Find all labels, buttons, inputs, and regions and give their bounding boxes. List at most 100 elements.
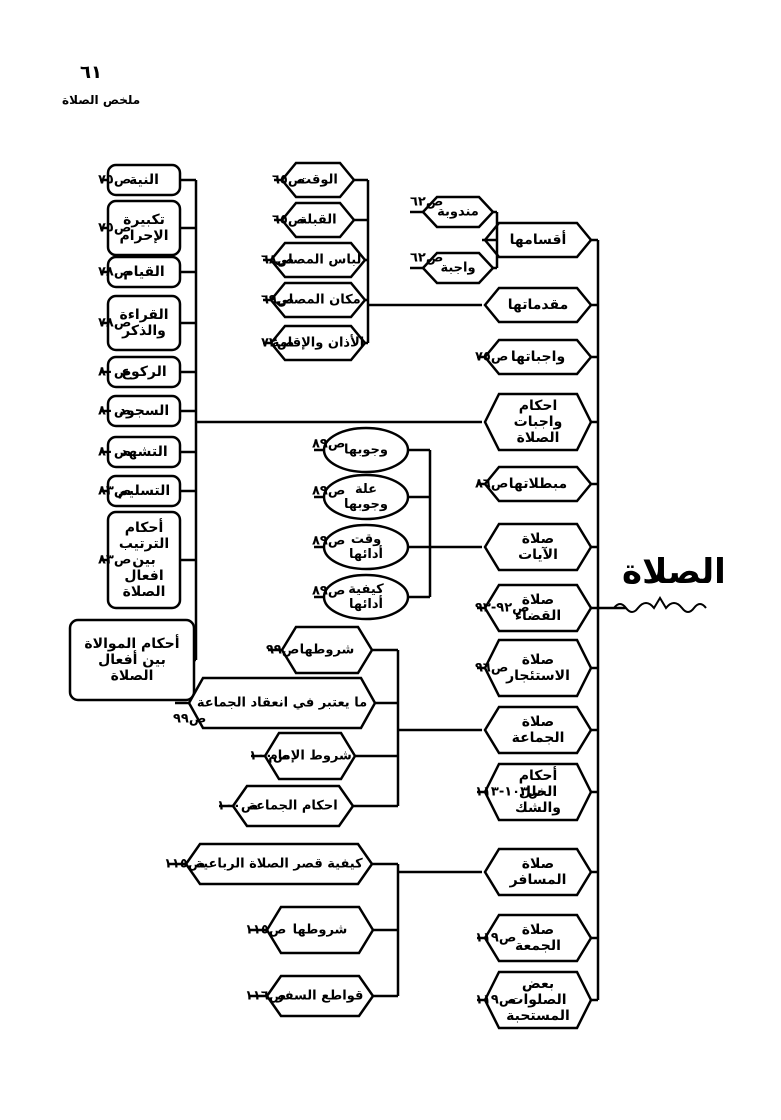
step-label: الصلاة xyxy=(111,668,154,684)
branch-label: مقدماتها xyxy=(508,297,569,313)
ellipse-label: علة xyxy=(355,482,377,497)
step-label: والذكر xyxy=(121,323,166,339)
branch-node xyxy=(483,638,593,698)
sub-label: شروط الإمام xyxy=(268,749,352,764)
sub-label: كيفية قصر الصلاة الرباعية xyxy=(195,857,363,872)
branch-label: الصلاة xyxy=(517,430,560,446)
branch-label: الاستئجار xyxy=(505,668,570,684)
branch-label: مبطلاتها xyxy=(509,476,567,492)
branch-label: القضاء xyxy=(515,608,561,624)
branch-node xyxy=(483,705,593,755)
ellipse-label: أدائها xyxy=(349,545,383,562)
sub-page-ref: ص١٠٠ xyxy=(217,799,258,814)
sub-page-ref: ص١١٥ xyxy=(164,857,205,872)
ellipse-label: وجوبها xyxy=(344,497,388,512)
sub-label: ما يعتبر في انعقاد الجماعة xyxy=(197,696,367,711)
sub-page-ref: ص٨٩ xyxy=(312,437,345,452)
sub-page-ref: ص٨٩ xyxy=(312,484,345,499)
branch-label: صلاة xyxy=(522,856,554,872)
step-page-ref: ص٨٠ xyxy=(98,404,131,419)
branch-label: صلاة xyxy=(522,531,554,547)
branch-label: الآيات xyxy=(518,546,558,563)
sub-label: احكام الجماعة xyxy=(248,799,337,814)
sub-label: شروطها xyxy=(300,643,355,658)
ellipse-label: كيفية xyxy=(348,582,384,597)
branch-node xyxy=(483,583,593,633)
branch-page-ref: ص٩٢-٩٣ xyxy=(475,601,530,616)
step-label: أحكام xyxy=(125,518,164,536)
branch-page-ref: ص١٠٣-١١٣ xyxy=(475,785,546,800)
sub-page-ref: ص٨٩ xyxy=(312,534,345,549)
step-page-ref: ص٨٠ xyxy=(98,365,131,380)
branch-page-ref: ص١١٩ xyxy=(475,993,516,1008)
step-label: الصلاة xyxy=(123,584,166,600)
step-page-ref: ص٧٥ xyxy=(98,221,131,236)
sub-page-ref: ص١١٥ xyxy=(245,923,286,938)
branch-label: احكام xyxy=(519,398,558,414)
branch-page-ref: ص١١٩ xyxy=(475,931,516,946)
step-label: بين xyxy=(132,552,156,568)
branch-label: المستحبة xyxy=(506,1008,570,1024)
branch-label: أحكام xyxy=(519,766,558,784)
sub-page-ref: ص١١٦ xyxy=(245,989,286,1004)
sub-page-ref: ص٦٥ xyxy=(272,173,305,188)
sub-label: مكان المصلي xyxy=(275,293,360,308)
sub-label: شروطها xyxy=(293,923,348,938)
sub-page-ref: ص١٠٠ xyxy=(249,749,290,764)
sub-label: قواطع السفر xyxy=(276,989,364,1004)
branch-label: والشك xyxy=(515,800,561,816)
sub-page-ref: ص٩٩ xyxy=(266,643,299,658)
step-label: القيام xyxy=(123,264,164,280)
step-label: السجود xyxy=(119,403,169,419)
step-page-ref: ص٨٣ xyxy=(98,553,131,568)
sub-page-ref: ص٦٩ xyxy=(261,293,294,308)
branch-label: المسافر xyxy=(509,872,567,888)
page-number: ٦١ xyxy=(80,62,102,83)
sub-page-ref: ص٦٢ xyxy=(410,195,443,210)
branch-label: واجبات xyxy=(514,414,563,430)
sub-label: لباس المصلي xyxy=(275,253,362,268)
sub-label: الوقت xyxy=(298,173,338,188)
sub-page-ref: ص٦٥ xyxy=(272,213,305,228)
ellipse-label: أدائها xyxy=(349,595,383,612)
branch-label: صلاة xyxy=(522,652,554,668)
sub-page-ref: ص٧٢ xyxy=(261,336,294,351)
branch-page-ref: ص٨٦ xyxy=(475,477,508,492)
step-label: النية xyxy=(129,172,159,188)
step-page-ref: ص٧٨ xyxy=(98,265,131,280)
branch-label: صلاة xyxy=(522,714,554,730)
branch-label: صلاة xyxy=(522,922,554,938)
branch-page-ref: ص٩٦ xyxy=(475,661,508,676)
branch-label: الصلوات xyxy=(509,992,566,1008)
step-label: الترتيب xyxy=(119,536,169,552)
branch-node xyxy=(483,522,593,572)
step-label: القراءة xyxy=(119,307,168,323)
root-title: الصلاة xyxy=(622,552,726,592)
step-label: التسليم xyxy=(118,483,170,499)
ellipse-label: وجوبها xyxy=(344,443,388,458)
branch-node xyxy=(483,338,593,376)
book-title: ملخص الصلاة xyxy=(62,93,141,107)
sub-label: القبلة xyxy=(299,213,336,228)
sub-page-ref: ص٦٨ xyxy=(261,253,294,268)
branch-label: بعض xyxy=(522,976,554,992)
branch-label: الجمعة xyxy=(515,938,561,954)
branch-page-ref: ص٧٥ xyxy=(475,350,508,365)
branch-node xyxy=(483,970,593,1030)
branch-label: صلاة xyxy=(522,592,554,608)
branch-node xyxy=(483,221,593,259)
step-label: أحكام الموالاة xyxy=(84,634,179,652)
branch-label: الخلل xyxy=(519,784,557,800)
step-label: التشهد xyxy=(120,444,167,460)
branch-node xyxy=(483,286,593,324)
sub-label: واجبة xyxy=(440,261,475,276)
step-label: الإحرام xyxy=(119,228,168,244)
sub-label: الأذان والإقامة xyxy=(272,334,364,351)
ornament-flourish xyxy=(613,596,707,613)
step-page-ref: ص٧٥ xyxy=(98,173,131,188)
branch-label: الجماعة xyxy=(512,730,565,746)
sub-page-ref: ص٨٩ xyxy=(312,584,345,599)
step-label: الركوع xyxy=(121,364,166,380)
branch-node xyxy=(483,847,593,897)
